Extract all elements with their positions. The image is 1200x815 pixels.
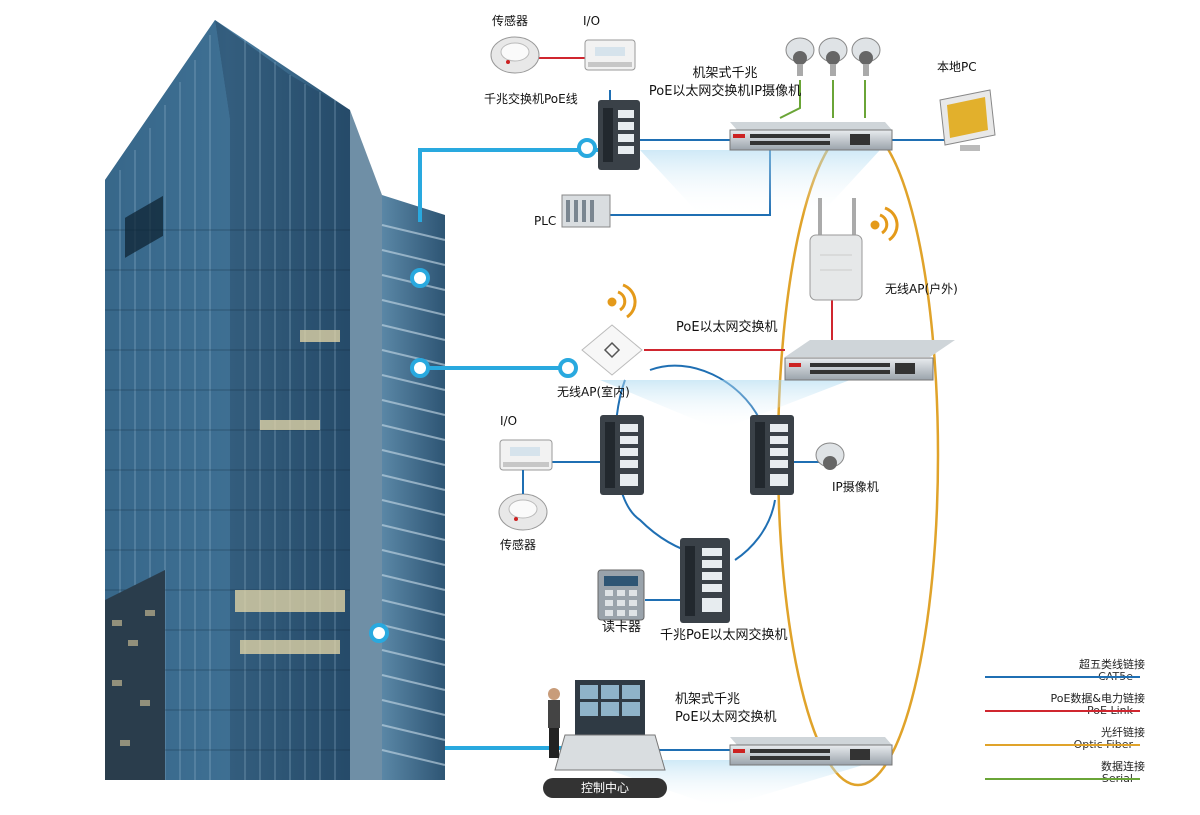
poe-links — [538, 57, 833, 351]
label-io-mid: I/O — [500, 414, 518, 428]
rack-switch-bottom — [729, 737, 893, 766]
legend-item-fiber: 光纤链接 Optic Fiber — [985, 724, 1145, 758]
label-card-reader: 读卡器 — [602, 620, 642, 635]
legend-item-poe: PoE数据&电力链接 PoE Link — [985, 690, 1145, 724]
label-sensor-mid: 传感器 — [500, 538, 537, 552]
label-plc: PLC — [534, 214, 557, 228]
switch-icon — [598, 100, 640, 170]
label-ap-outdoor: 无线AP(户外) — [885, 282, 958, 296]
legend-zh: 数据连接 — [1101, 760, 1145, 773]
legend-swatch — [985, 778, 1140, 780]
industrial-switch-bottom — [680, 538, 730, 623]
dome-camera-icon — [785, 37, 881, 76]
label-switch-poe-line: 千兆交换机PoE线 — [484, 92, 578, 106]
rack-switch-top — [729, 122, 893, 151]
legend-swatch — [985, 710, 1140, 712]
plc-icon — [561, 194, 611, 228]
label-ip-camera: IP摄像机 — [832, 480, 879, 494]
legend-zh: PoE数据&电力链接 — [1050, 692, 1146, 705]
legend-item-serial: 数据连接 Serial — [985, 758, 1145, 792]
legend-item-cat5e: 超五类线链接 CAT5e — [985, 656, 1145, 690]
poe-switch-mid — [784, 340, 955, 381]
label-sensor-top: 传感器 — [492, 14, 529, 28]
io-module-icon — [584, 39, 636, 71]
control-center-icon — [548, 680, 666, 771]
office-building — [105, 20, 446, 780]
legend-zh: 光纤链接 — [1101, 726, 1145, 739]
card-reader-icon — [597, 569, 645, 621]
label-local-pc: 本地PC — [937, 60, 977, 74]
smoke-sensor-icon — [490, 36, 540, 74]
wifi-signal-indoor-icon — [607, 283, 637, 319]
smoke-sensor-mid-icon — [498, 493, 548, 531]
legend: 超五类线链接 CAT5e PoE数据&电力链接 PoE Link 光纤链接 Op… — [985, 656, 1145, 792]
control-center-badge: 控制中心 — [543, 778, 667, 798]
io-module-mid-icon — [499, 439, 553, 471]
ip-camera-icon — [815, 442, 845, 470]
legend-zh: 超五类线链接 — [1079, 658, 1145, 671]
label-ap-indoor: 无线AP(室内) — [557, 385, 630, 399]
industrial-switch-right — [750, 415, 794, 495]
wifi-signal-icon — [870, 206, 899, 242]
label-poe-switch-mid: PoE以太网交换机 — [676, 320, 778, 335]
indoor-access-point-icon — [581, 324, 643, 376]
label-io-top: I/O — [583, 14, 601, 28]
fiber-backbone-ring — [776, 123, 940, 787]
label-rack-switch-title-l1: 机架式千兆 — [692, 66, 758, 81]
monitor-icon — [939, 89, 996, 151]
legend-swatch — [985, 676, 1140, 678]
industrial-switch-left — [600, 415, 644, 495]
label-rack-switch-title-l2: PoE以太网交换机IP摄像机 — [648, 84, 802, 99]
label-gigabit-poe-switch: 千兆PoE以太网交换机 — [660, 628, 788, 643]
access-point-icon — [809, 198, 863, 301]
label-rack-switch-bottom-l1: 机架式千兆 — [675, 692, 741, 707]
label-rack-switch-bottom-l2: PoE以太网交换机 — [675, 710, 777, 725]
serial-links — [779, 80, 866, 119]
legend-swatch — [985, 744, 1140, 746]
